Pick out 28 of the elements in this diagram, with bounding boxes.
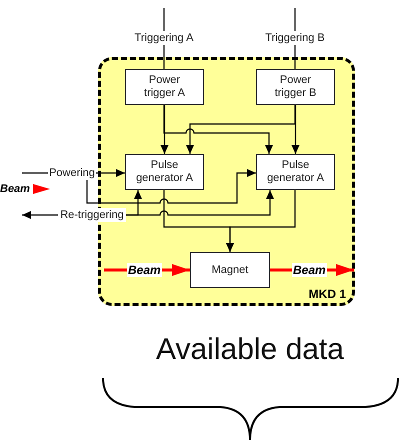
arrow xyxy=(160,105,168,154)
process-box: Pulse generator A xyxy=(256,154,335,190)
edge-label: Beam xyxy=(292,263,327,277)
connector-line xyxy=(163,8,165,31)
caption-text: Available data xyxy=(155,332,345,368)
process-box: Pulse generator A xyxy=(125,154,204,190)
process-box: Power trigger A xyxy=(125,69,204,105)
arrow xyxy=(96,169,125,177)
arrow xyxy=(292,105,300,154)
edge-label: Beam xyxy=(127,263,162,277)
signal-label: Powering xyxy=(48,166,96,180)
process-box: Magnet xyxy=(190,252,270,288)
arrow xyxy=(186,105,296,154)
signal-label: Triggering B xyxy=(260,31,330,45)
arrow xyxy=(163,105,273,154)
arrow xyxy=(226,190,296,252)
arrow xyxy=(126,190,274,216)
connector-line xyxy=(294,45,296,69)
signal-label: Re-triggering xyxy=(58,208,126,222)
connector-line xyxy=(22,172,48,174)
connector-line xyxy=(163,45,165,69)
process-box: Power trigger B xyxy=(256,69,335,105)
signal-label: Triggering A xyxy=(129,31,199,45)
group-label: MKD 1 xyxy=(308,287,346,301)
connector-line xyxy=(294,8,296,31)
arrow xyxy=(86,169,256,204)
beam-direction-label: Beam xyxy=(0,184,50,194)
arrow xyxy=(22,211,58,219)
